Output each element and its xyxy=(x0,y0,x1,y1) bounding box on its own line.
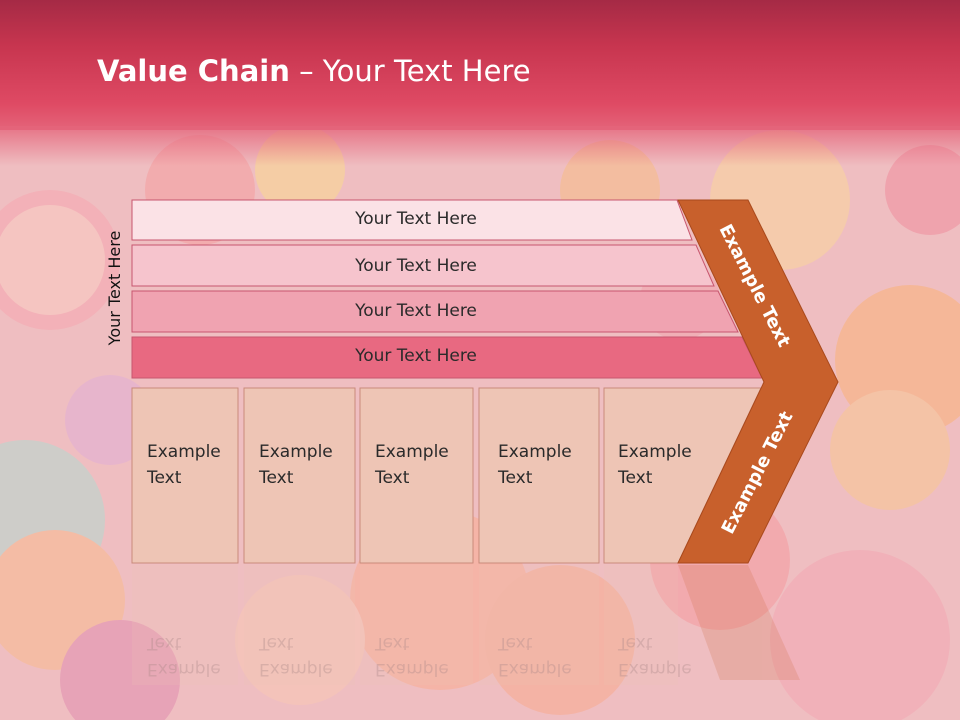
box-4-line1: Example xyxy=(498,442,572,462)
row-2-bar xyxy=(131,244,715,287)
row-3-bar xyxy=(131,290,739,333)
slide-title: Value Chain – Your Text Here xyxy=(97,54,531,88)
box-3 xyxy=(359,387,474,564)
chevron-arrow xyxy=(677,199,839,564)
row-4-label: Your Text Here xyxy=(355,346,477,366)
box-1-line1: Example xyxy=(147,442,221,462)
header-bar xyxy=(0,0,960,130)
box-2 xyxy=(243,387,356,564)
reflection xyxy=(132,565,800,685)
box-4 xyxy=(478,387,600,564)
box-1-line2: Text xyxy=(147,468,182,488)
row-3-label: Your Text Here xyxy=(355,301,477,321)
box-3-line2: Text xyxy=(375,468,410,488)
box-3-label: Example Text xyxy=(375,439,449,491)
box-1-label: Example Text xyxy=(147,439,221,491)
box-4-label: Example Text xyxy=(498,439,572,491)
row-2-label: Your Text Here xyxy=(355,256,477,276)
box-1 xyxy=(131,387,239,564)
box-3-line1: Example xyxy=(375,442,449,462)
box-5-line1: Example xyxy=(618,442,692,462)
box-2-line1: Example xyxy=(259,442,333,462)
title-bold: Value Chain xyxy=(97,54,290,88)
box-5-label: Example Text xyxy=(618,439,692,491)
side-label: Your Text Here xyxy=(105,230,124,346)
box-5-line2: Text xyxy=(618,468,653,488)
row-1-bar xyxy=(131,199,693,241)
row-1-label: Your Text Here xyxy=(355,209,477,229)
box-2-line2: Text xyxy=(259,468,294,488)
box-4-line2: Text xyxy=(498,468,533,488)
title-rest: – Your Text Here xyxy=(289,54,531,88)
box-2-label: Example Text xyxy=(259,439,333,491)
header-fade xyxy=(0,126,960,166)
